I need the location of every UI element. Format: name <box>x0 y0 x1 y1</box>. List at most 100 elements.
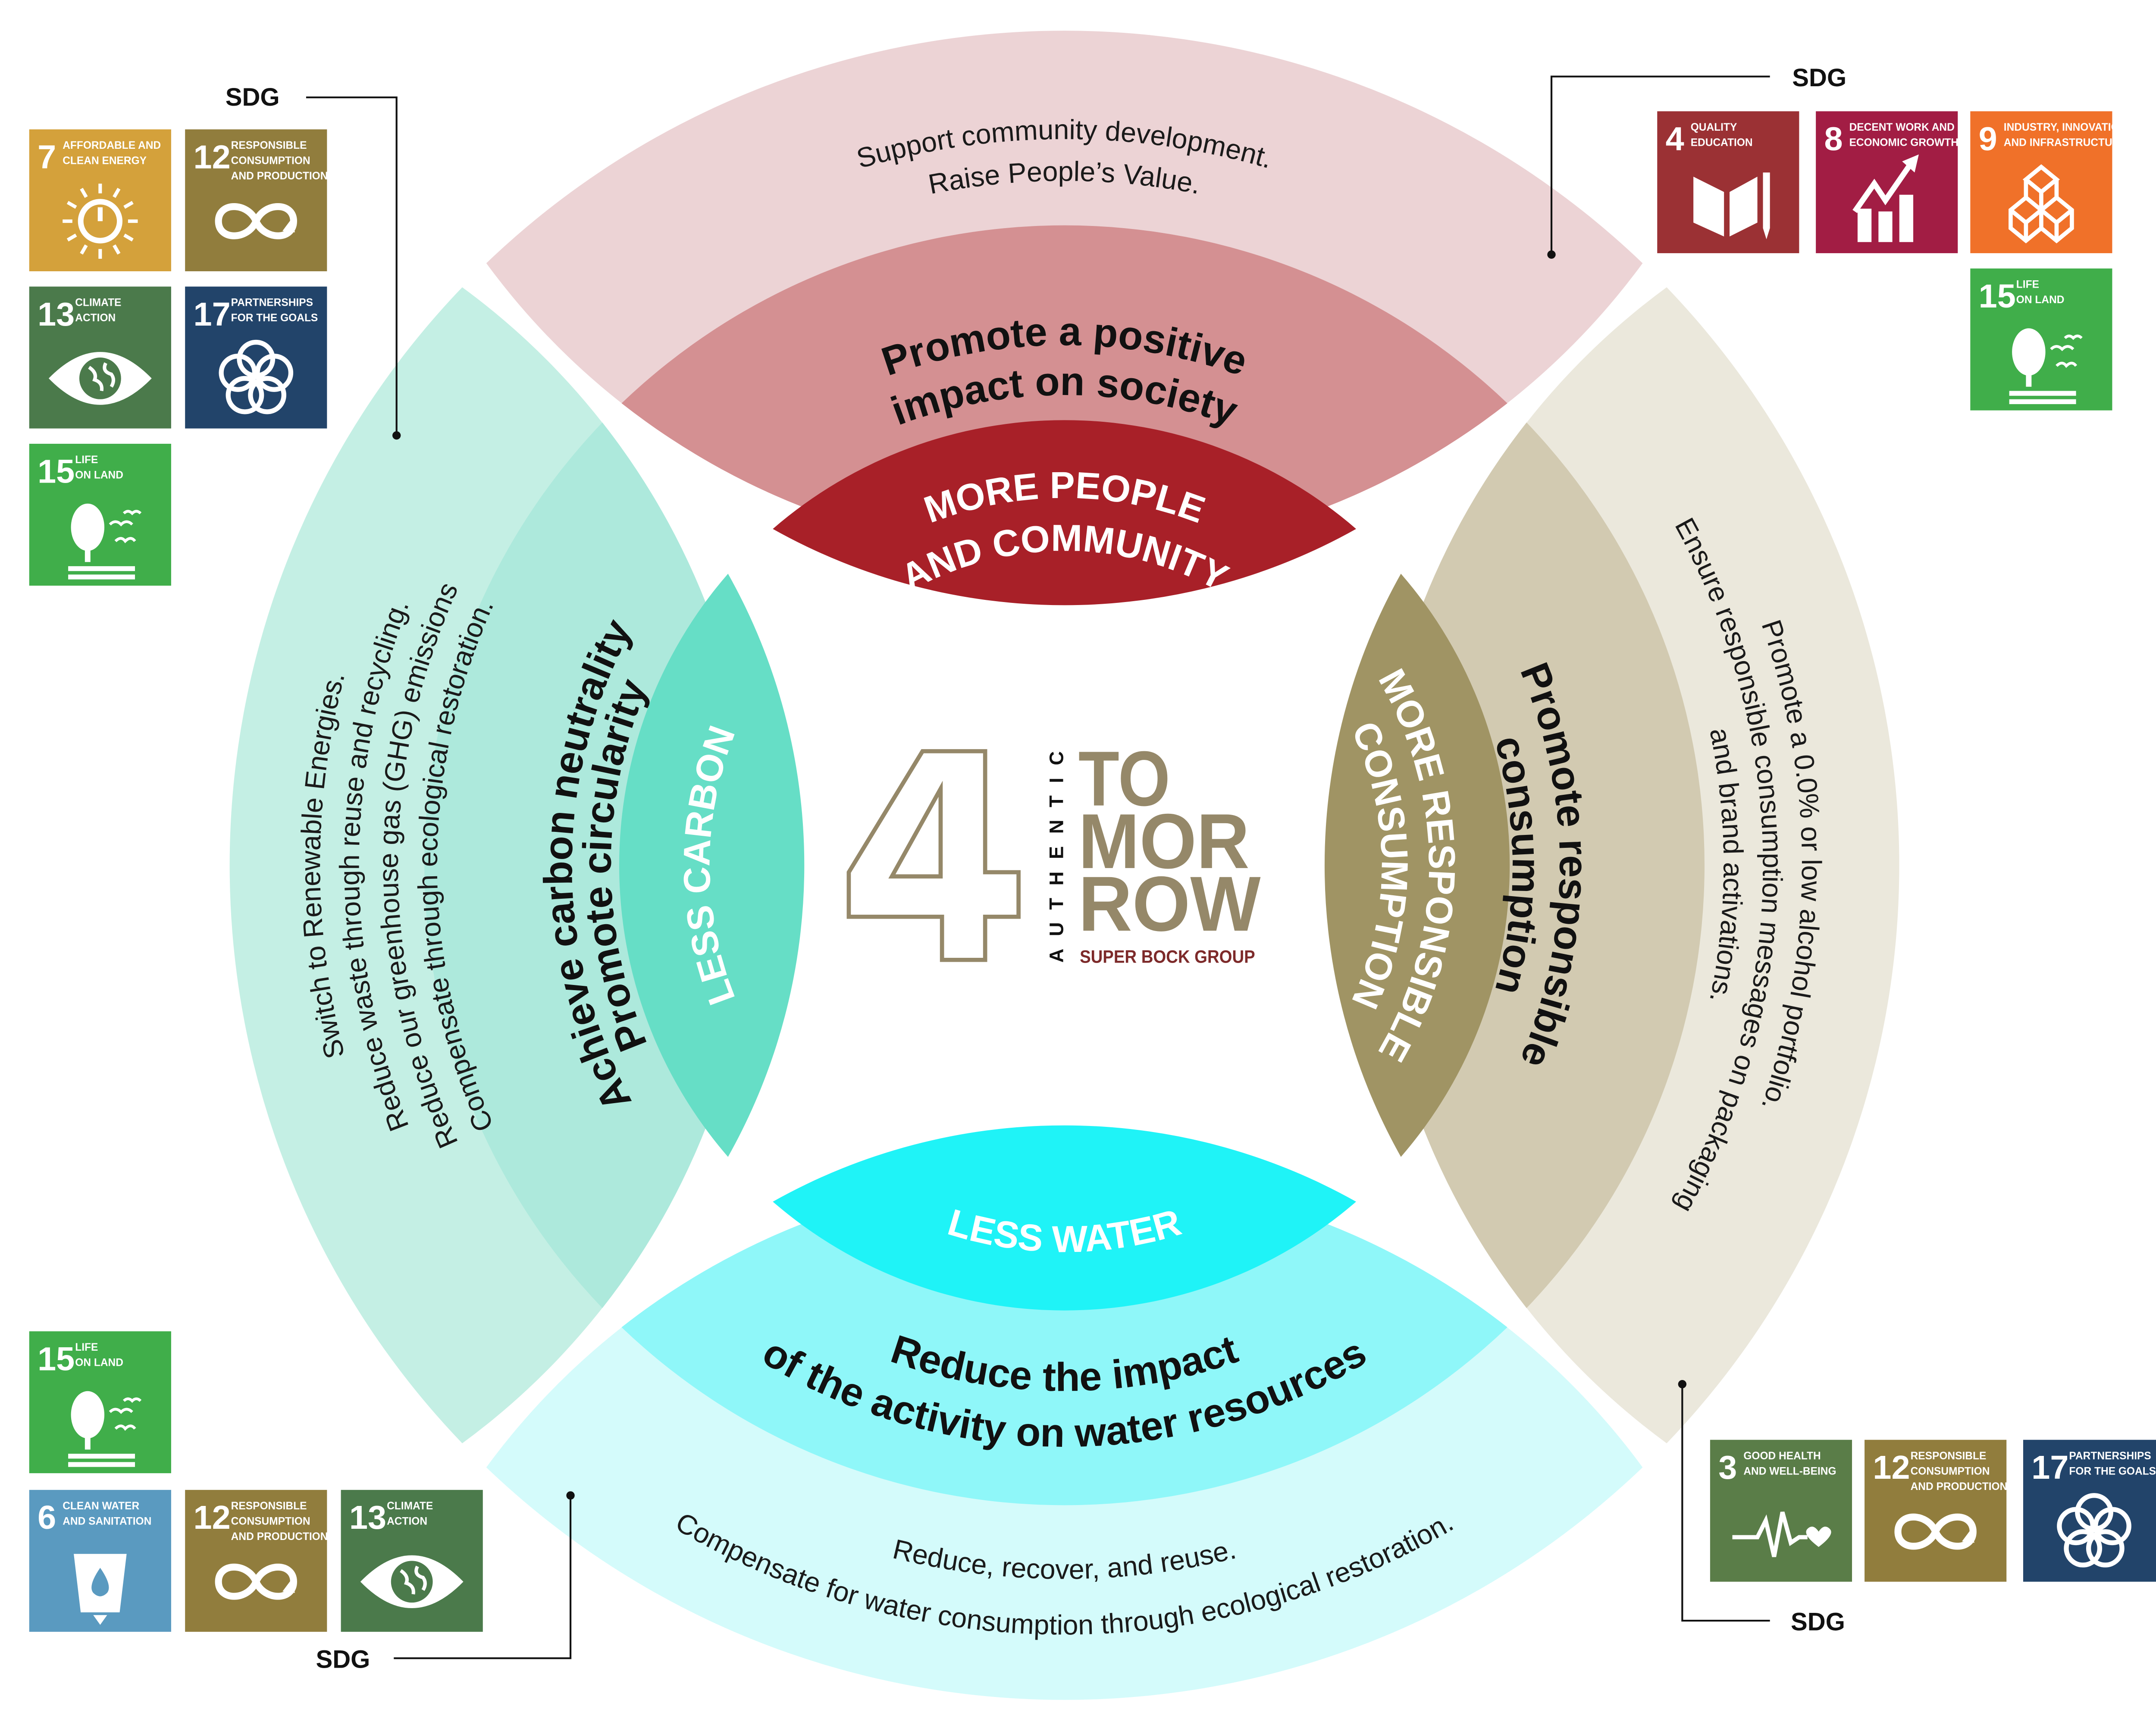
sdg-label-line: EDUCATION <box>1691 137 1753 149</box>
sdg-number: 15 <box>1979 278 2016 315</box>
sdg-number: 17 <box>2031 1449 2068 1486</box>
sdg-number: 8 <box>1824 120 1843 157</box>
sdg-label-line: INDUSTRY, INNOVATION <box>2004 122 2127 133</box>
sdg-label-line: FOR THE GOALS <box>231 312 318 324</box>
sdg-label-line: ECONOMIC GROWTH <box>1849 137 1959 149</box>
sdg-label-line: CONSUMPTION <box>231 1515 310 1527</box>
sdg-number: 4 <box>1666 120 1684 157</box>
sdg-tile-7: 7 AFFORDABLE AND CLEAN ENERGY <box>29 129 171 272</box>
infinity-icon <box>215 203 297 239</box>
logo-line-mor: MOR <box>1078 798 1250 885</box>
sdg-number: 7 <box>38 138 56 176</box>
logo-super-bock-group: SUPER BOCK GROUP <box>1080 946 1255 966</box>
sdg-label-line: AFFORDABLE AND <box>63 140 161 151</box>
sdg-tile-background <box>1865 1440 2007 1582</box>
sdg-number: 17 <box>194 296 231 333</box>
sector-bottom-less-water <box>486 1125 1643 1700</box>
sun-power-icon <box>63 183 138 259</box>
water-glass-icon <box>74 1554 127 1625</box>
sdg-connector-bottom-left <box>394 1491 575 1659</box>
sdg-tile-background <box>1657 111 1799 254</box>
sdg-tile-9: 9 INDUSTRY, INNOVATION AND INFRASTRUCTURE <box>1970 111 2127 254</box>
sdg-label-line: ON LAND <box>2016 294 2065 306</box>
sdg-label-line: PARTNERSHIPS <box>231 297 313 309</box>
sdg-label-line: AND INFRASTRUCTURE <box>2004 137 2127 149</box>
sdg-label-line: AND PRODUCTION <box>231 170 328 182</box>
tree-icon <box>68 1391 142 1467</box>
sdg-label-line: CONSUMPTION <box>1911 1465 1990 1477</box>
sdg-label-line: CLEAN WATER <box>63 1500 139 1512</box>
sdg-label-top-left: SDG <box>226 83 280 111</box>
sdg-label-line: AND PRODUCTION <box>1911 1481 2008 1493</box>
logo-line-row: ROW <box>1078 860 1261 947</box>
sector-top-middle-band <box>621 225 1507 557</box>
sector-left-less-carbon <box>229 287 805 1443</box>
sdg-label-line: DECENT WORK AND <box>1849 122 1955 133</box>
sdg-label-line: ACTION <box>387 1515 427 1527</box>
sdg-label-line: ON LAND <box>75 1357 123 1369</box>
infinity-icon <box>1894 1513 1977 1550</box>
sdg-label-line: LIFE <box>75 454 98 466</box>
sdg-number: 13 <box>349 1499 386 1536</box>
tree-icon <box>2009 328 2083 405</box>
sector-left-inner-band <box>619 574 805 1157</box>
logo-authentic-vertical: AUTHENTIC <box>1045 751 1067 963</box>
growth-chart-icon <box>1852 154 1919 242</box>
rings-icon <box>2057 1493 2131 1568</box>
cubes-icon <box>2009 164 2074 244</box>
sector-bottom-middle-band <box>621 1174 1507 1505</box>
sdg-label-line: CLEAN ENERGY <box>63 155 147 167</box>
logo-number-4-outline <box>846 749 1021 962</box>
sdg-label-line: PARTNERSHIPS <box>2069 1450 2151 1462</box>
sdg-label-line: ON LAND <box>75 470 123 481</box>
sdg-label-line: QUALITY <box>1691 122 1737 133</box>
sdg-label-line: AND WELL-BEING <box>1743 1465 1836 1477</box>
sdg-label-line: CLIMATE <box>75 297 121 309</box>
sdg-label-line: CLIMATE <box>387 1500 433 1512</box>
book-icon <box>1693 172 1770 239</box>
sdg-label-line: LIFE <box>2016 279 2039 291</box>
sector-top-people-community <box>486 31 1643 605</box>
sdg-number: 3 <box>1718 1449 1737 1486</box>
sdg-group-2: 4 QUALITY EDUCATION 8 DECENT WORK AND ECONOM… <box>1657 111 2127 411</box>
sdg-label-line: FOR THE GOALS <box>2069 1465 2156 1477</box>
tree-icon <box>68 503 142 580</box>
sdg-label-line: AND SANITATION <box>63 1515 151 1527</box>
sdg-label-line: CONSUMPTION <box>231 155 310 167</box>
sdg-label-line: AND PRODUCTION <box>231 1531 328 1543</box>
sdg-label-line: RESPONSIBLE <box>1911 1450 1987 1462</box>
sdg-tile-background <box>1710 1440 1852 1582</box>
sdg-tile-4: 4 QUALITY EDUCATION <box>1657 111 1799 254</box>
eye-globe-icon <box>360 1555 464 1609</box>
infinity-icon <box>215 1564 297 1600</box>
sector-right-inner-band <box>1324 574 1510 1157</box>
sector-right-middle-band <box>1373 422 1705 1308</box>
heartbeat-icon <box>1732 1512 1831 1557</box>
sdg-label-bottom-left: SDG <box>316 1646 370 1674</box>
sector-right-responsible-consumption <box>1324 287 1899 1443</box>
authentic-tomorrow-logo: AUTHENTIC TO MOR ROW SUPER BOCK GROUP <box>846 735 1261 966</box>
sdg-tile-6: 6 CLEAN WATER AND SANITATION <box>29 1490 171 1632</box>
logo-line-to: TO <box>1078 735 1170 822</box>
sector-left-middle-band <box>424 422 756 1308</box>
sdg-number: 6 <box>38 1499 56 1536</box>
sdg-number: 13 <box>38 296 75 333</box>
sdg-number: 12 <box>194 138 231 176</box>
sdg-number: 12 <box>1873 1449 1910 1486</box>
sdg-tile-8: 8 DECENT WORK AND ECONOMIC GROWTH <box>1816 111 1959 254</box>
sdg-label-line: LIFE <box>75 1342 98 1353</box>
sdg-number: 9 <box>1979 120 1997 157</box>
